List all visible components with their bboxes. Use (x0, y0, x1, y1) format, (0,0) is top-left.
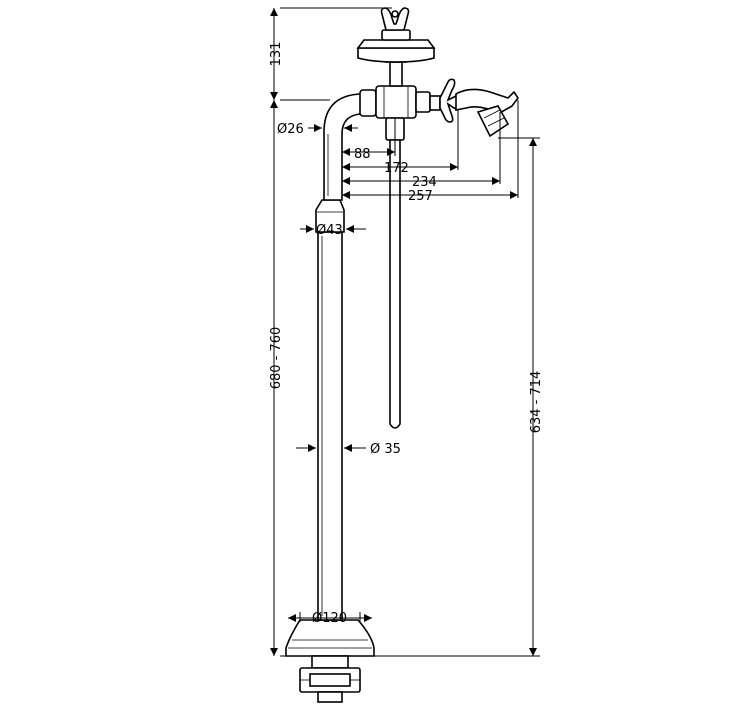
top-cross-handle (380, 7, 410, 31)
label-total-height: 680 - 760 (269, 327, 284, 390)
label-reach-234: 234 (412, 175, 437, 190)
label-spout-height: 634 - 714 (529, 371, 544, 434)
faucet-body (285, 7, 519, 703)
dimension-labels: 131 680 - 760 634 - 714 Ø26 Ø43 Ø 35 Ø12… (269, 42, 544, 626)
label-dia-base: Ø120 (312, 611, 347, 626)
spout (455, 88, 519, 138)
mixer-body (359, 85, 431, 119)
label-reach-257: 257 (408, 189, 433, 204)
top-cap (356, 29, 436, 63)
label-top-height: 131 (269, 42, 284, 67)
label-reach-172: 172 (384, 161, 409, 176)
column-tube (317, 231, 343, 621)
mounting-bracket (299, 655, 361, 703)
label-reach-88: 88 (354, 147, 371, 162)
label-dia-column: Ø 35 (370, 442, 401, 457)
label-dia-collar: Ø43 (316, 223, 343, 238)
dimension-lines (270, 8, 537, 656)
label-dia-tube-top: Ø26 (277, 122, 304, 137)
